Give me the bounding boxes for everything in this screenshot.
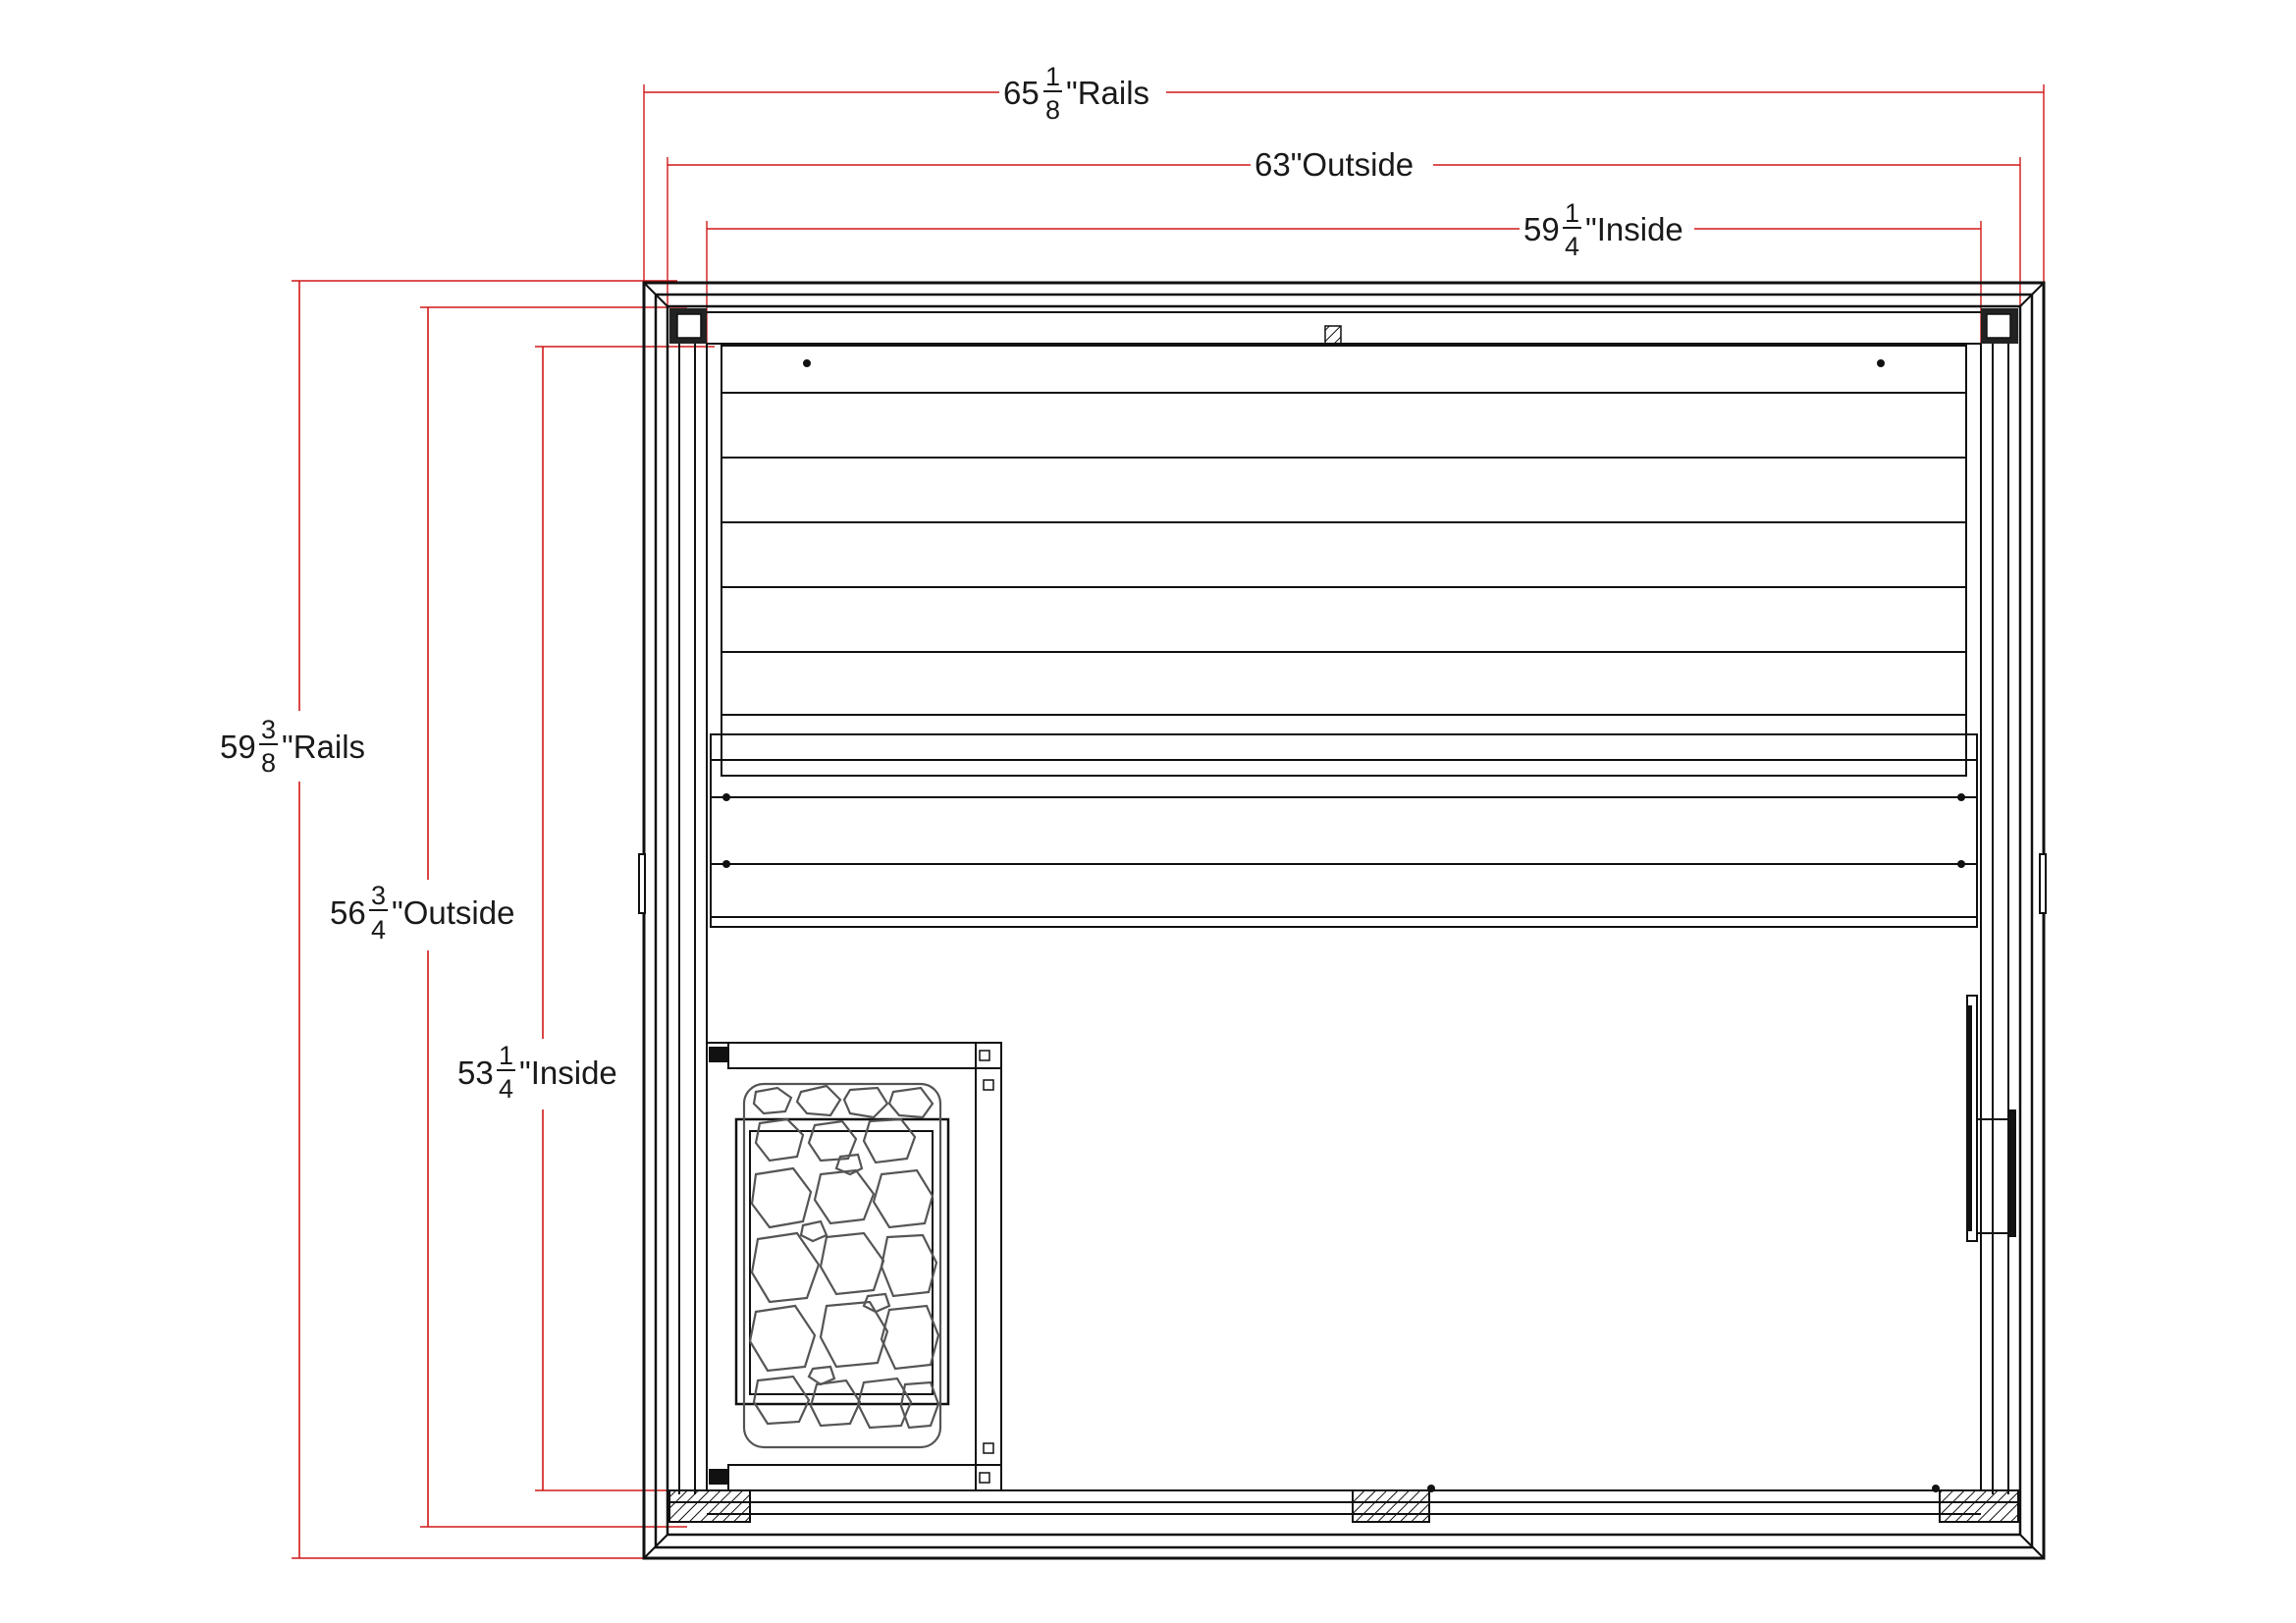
rails-depth-den: 8 — [261, 748, 276, 778]
inside-width-den: 4 — [1565, 232, 1579, 261]
inside-depth-den: 4 — [499, 1074, 513, 1104]
outside-depth-suffix: "Outside — [392, 894, 514, 931]
wall-frame — [638, 281, 2047, 1560]
rails-width-whole: 65 — [1003, 75, 1040, 111]
inside-depth-num: 1 — [499, 1041, 513, 1070]
lower-bench — [710, 733, 1978, 928]
rails-depth-label: 59 3 8 "Rails — [216, 711, 383, 782]
rails-depth-whole: 59 — [220, 729, 256, 765]
inside-width-whole: 59 — [1523, 211, 1560, 247]
heater — [706, 1042, 1002, 1491]
inside-depth-whole: 53 — [457, 1055, 494, 1091]
corner-posts — [668, 308, 2019, 1523]
corner-post-bottom-right — [1939, 1489, 2019, 1523]
outside-depth-label: 56 3 4 "Outside — [326, 880, 528, 950]
inside-width-num: 1 — [1565, 198, 1579, 228]
outside-depth-num: 3 — [371, 881, 386, 910]
rails-width-den: 8 — [1045, 95, 1060, 125]
outside-depth-den: 4 — [371, 915, 386, 945]
heater-stones — [748, 1084, 940, 1430]
top-center-post — [1324, 325, 1342, 345]
rails-width-label: 65 1 8 "Rails — [999, 62, 1166, 126]
upper-bench — [721, 345, 1967, 777]
inside-depth-suffix: "Inside — [519, 1055, 617, 1091]
inside-width-label: 59 1 4 "Inside — [1520, 198, 1694, 261]
rails-depth-num: 3 — [261, 715, 276, 744]
rails-depth-suffix: "Rails — [282, 729, 365, 765]
corner-post-bottom-middle — [1352, 1489, 1430, 1523]
inside-width-suffix: "Inside — [1585, 211, 1683, 247]
rails-width-num: 1 — [1045, 62, 1060, 91]
door-handle — [1966, 995, 2016, 1242]
outside-width-label: 63"Outside — [1251, 143, 1433, 185]
corner-post-bottom-left — [668, 1489, 751, 1523]
inside-depth-label: 53 1 4 "Inside — [454, 1039, 626, 1109]
rails-width-suffix: "Rails — [1066, 75, 1149, 111]
outside-depth-whole: 56 — [330, 894, 366, 931]
outside-width-text: 63"Outside — [1255, 146, 1414, 183]
